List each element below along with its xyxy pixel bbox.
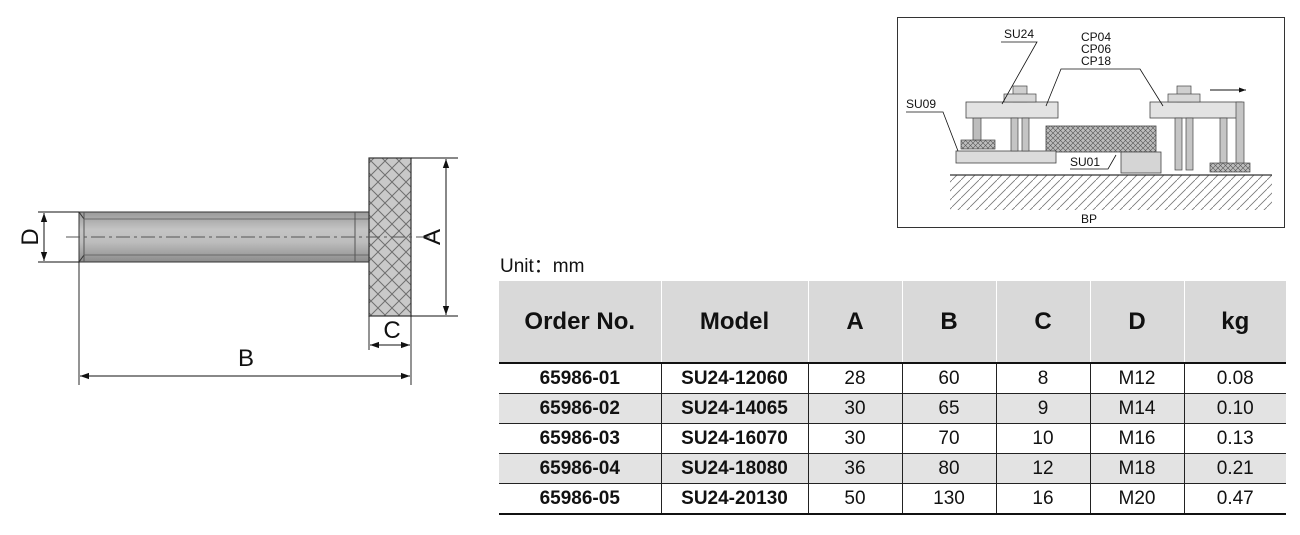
dimension-a-label: A [419, 229, 446, 245]
unit-label: Unit：mm [500, 256, 585, 277]
cell-order-no: 65986-03 [499, 423, 662, 454]
table-row: 65986-05 SU24-20130 50 130 16 M20 0.47 [499, 483, 1286, 515]
cell-a: 30 [808, 393, 903, 424]
dimension-d: D [17, 211, 79, 263]
dimension-b-label: B [238, 345, 254, 372]
cell-a: 28 [808, 362, 903, 394]
table-header-row: Order No. Model A B C D kg [499, 281, 1286, 363]
workpiece [1045, 125, 1162, 174]
cell-order-no: 65986-05 [499, 483, 662, 515]
cell-d: M20 [1090, 483, 1185, 515]
table-row: 65986-01 SU24-12060 28 60 8 M12 0.08 [499, 362, 1286, 394]
cell-model: SU24-12060 [661, 362, 809, 394]
header-c: C [996, 281, 1091, 363]
label-su09: SU09 [906, 97, 936, 111]
technical-drawing: D A C B [17, 157, 458, 385]
cell-c: 10 [996, 423, 1091, 454]
leader-lines [906, 41, 1164, 170]
right-clamp [1149, 85, 1251, 173]
cell-b: 65 [902, 393, 997, 424]
cell-model: SU24-18080 [661, 453, 809, 484]
cell-d: M18 [1090, 453, 1185, 484]
cell-d: M16 [1090, 423, 1185, 454]
label-bp: BP [1081, 212, 1097, 226]
cell-kg: 0.08 [1184, 362, 1286, 394]
cell-model: SU24-20130 [661, 483, 809, 515]
table-row: 65986-04 SU24-18080 36 80 12 M18 0.21 [499, 453, 1286, 484]
dimension-d-label: D [17, 228, 44, 245]
cell-d: M14 [1090, 393, 1185, 424]
cell-model: SU24-16070 [661, 423, 809, 454]
dimension-b: B [78, 262, 412, 385]
cell-c: 9 [996, 393, 1091, 424]
spec-table: Order No. Model A B C D kg 65986-01 SU24… [499, 281, 1286, 515]
header-a: A [808, 281, 903, 363]
cell-d: M12 [1090, 362, 1185, 394]
header-model: Model [661, 281, 809, 363]
setup-diagram: SU24 CP04 CP06 CP18 SU09 SU01 BP [897, 17, 1285, 228]
label-su01: SU01 [1070, 155, 1100, 169]
cell-a: 50 [808, 483, 903, 515]
cell-kg: 0.13 [1184, 423, 1286, 454]
cell-kg: 0.10 [1184, 393, 1286, 424]
label-su24: SU24 [1004, 27, 1034, 41]
dimension-c-label: C [383, 317, 400, 344]
cell-c: 16 [996, 483, 1091, 515]
cell-c: 8 [996, 362, 1091, 394]
cell-kg: 0.47 [1184, 483, 1286, 515]
cell-b: 70 [902, 423, 997, 454]
cell-model: SU24-14065 [661, 393, 809, 424]
cell-order-no: 65986-02 [499, 393, 662, 424]
dimension-c: C [368, 316, 412, 350]
cell-kg: 0.21 [1184, 453, 1286, 484]
cell-c: 12 [996, 453, 1091, 484]
left-clamp [955, 85, 1059, 164]
table-row: 65986-02 SU24-14065 30 65 9 M14 0.10 [499, 393, 1286, 424]
cell-b: 80 [902, 453, 997, 484]
dimension-a: A [411, 157, 458, 317]
table-row: 65986-03 SU24-16070 30 70 10 M16 0.13 [499, 423, 1286, 454]
cell-order-no: 65986-01 [499, 362, 662, 394]
cell-b: 130 [902, 483, 997, 515]
label-cp06: CP06 [1081, 42, 1111, 56]
cell-a: 30 [808, 423, 903, 454]
label-cp04: CP04 [1081, 30, 1111, 44]
cell-b: 60 [902, 362, 997, 394]
cell-order-no: 65986-04 [499, 453, 662, 484]
header-d: D [1090, 281, 1185, 363]
header-b: B [902, 281, 997, 363]
header-order-no: Order No. [499, 281, 662, 363]
label-cp18: CP18 [1081, 54, 1111, 68]
base-plate [950, 174, 1272, 210]
cell-a: 36 [808, 453, 903, 484]
header-kg: kg [1184, 281, 1286, 363]
